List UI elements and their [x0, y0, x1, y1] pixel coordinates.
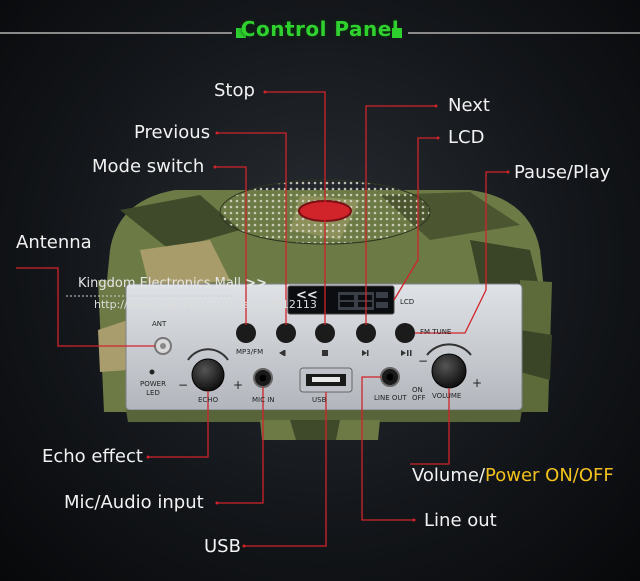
store-watermark: Kingdom Electronics Mall >> — [78, 276, 267, 291]
echo-knob — [191, 358, 225, 392]
mic-in-panel-label: MIC IN — [252, 396, 275, 404]
label-lcd: LCD — [448, 127, 485, 148]
header-marker-right — [392, 28, 402, 38]
volume-plus: + — [472, 376, 483, 390]
label-mic-audio-input: Mic/Audio input — [64, 492, 204, 513]
header-rule-left — [0, 32, 232, 34]
power-led-label: POWER LED — [140, 380, 166, 397]
label-previous: Previous — [134, 122, 211, 143]
volume-knob — [431, 353, 467, 389]
label-volume: Volume/ — [412, 465, 486, 486]
echo-panel-label: ECHO — [198, 396, 219, 404]
label-power-on-off: Power ON/OFF — [485, 465, 614, 486]
header-rule-right — [408, 32, 640, 34]
echo-plus: + — [233, 378, 244, 392]
label-line-out: Line out — [424, 510, 497, 531]
lcd-panel-label: LCD — [400, 298, 415, 306]
power-led — [149, 369, 155, 375]
label-usb: USB — [204, 536, 241, 557]
label-mode-switch: Mode switch — [92, 156, 205, 177]
usb-panel-label: USB — [312, 396, 327, 404]
label-antenna: Antenna — [16, 232, 92, 253]
echo-minus: − — [178, 378, 189, 392]
line-out-panel-label: LINE OUT — [374, 394, 407, 402]
lcd-arrows: << — [296, 288, 318, 303]
fm-tune-label: FM TUNE — [420, 328, 452, 336]
label-volume-power: Volume/Power ON/OFF — [412, 465, 614, 486]
store-name: Kingdom Electronics Mall — [78, 276, 242, 291]
label-pause-play: Pause/Play — [514, 162, 611, 183]
store-arrows: >> — [245, 276, 267, 291]
label-next: Next — [448, 95, 490, 116]
volume-panel-label: VOLUME — [432, 392, 462, 400]
label-echo-effect: Echo effect — [42, 446, 143, 467]
header-marker-left — [236, 28, 246, 38]
mp3-fm-label: MP3/FM — [236, 348, 264, 356]
panel-buttons — [236, 323, 415, 343]
on-off-panel-label: ON OFF — [412, 386, 426, 402]
store-url: http://www.aliexpress.com/store/812113 — [94, 298, 317, 311]
volume-minus: − — [418, 354, 429, 368]
page-title: Control Panel — [240, 17, 400, 41]
ant-label: ANT — [152, 320, 167, 328]
label-stop: Stop — [214, 80, 255, 101]
